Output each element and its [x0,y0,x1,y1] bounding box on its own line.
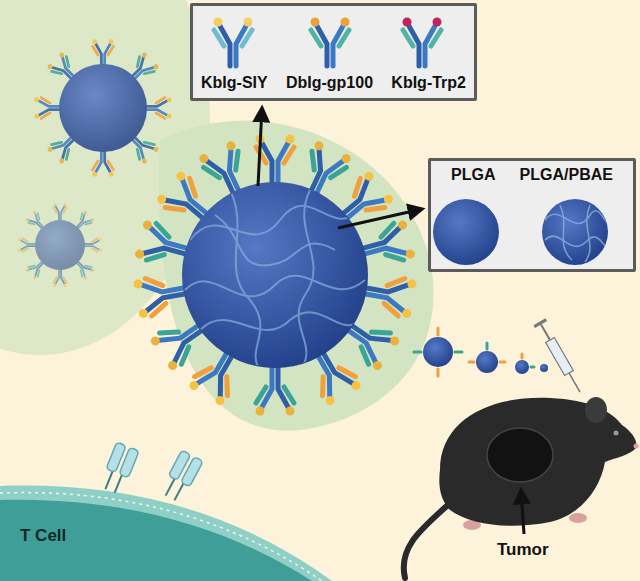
construct-label: DbIg-gp100 [286,74,373,92]
construct-label: PLGA [451,166,495,184]
construct-label: PLGA/PBAE [520,166,613,184]
polymer-panel: PLGA PLGA/PBAE [428,158,636,272]
antibody-panel: KbIg-SIY DbIg-gp100 KbIg-Trp2 [190,3,477,101]
cell-label: T Cell [20,527,66,545]
t-cell: T Cell [20,527,66,545]
tumor-label: Tumor [497,540,549,559]
label-row: KbIg-SIY DbIg-gp100 KbIg-Trp2 [193,74,474,92]
label-row: PLGA PLGA/PBAE [431,166,633,184]
construct-label: KbIg-SIY [201,74,268,92]
construct-label: KbIg-Trp2 [391,74,466,92]
